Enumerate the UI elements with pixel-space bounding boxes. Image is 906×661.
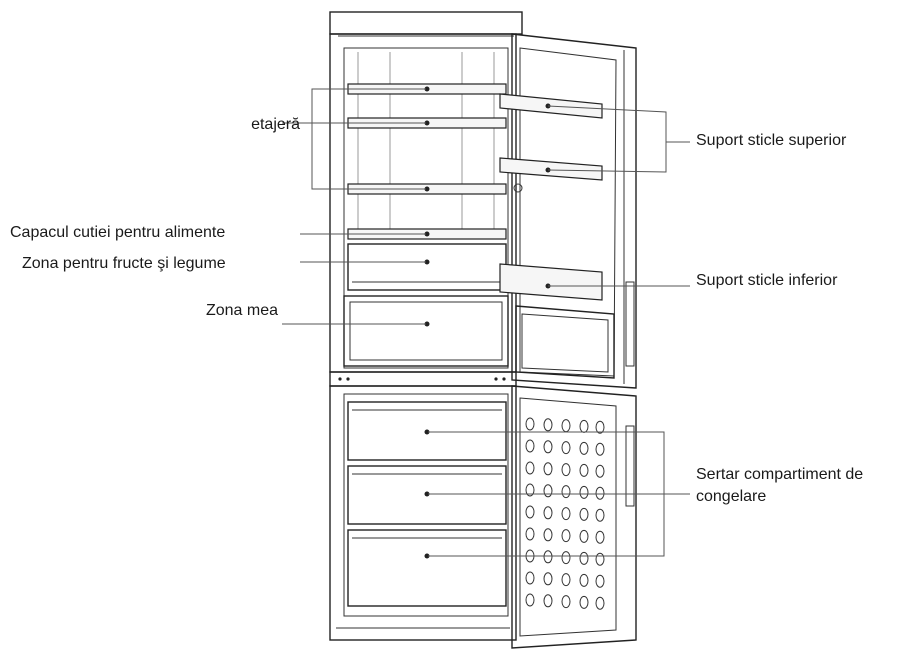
label-suport-inferior: Suport sticle inferior (696, 272, 838, 289)
dimple (543, 572, 553, 586)
label-zona-mea: Zona mea (205, 302, 278, 319)
dimple (561, 441, 571, 455)
label-sertar-line2: congelare (696, 488, 767, 505)
dimple (595, 508, 605, 522)
compartment-divider (329, 371, 517, 387)
dimple (543, 462, 553, 476)
dimple (525, 593, 535, 607)
label-etajera: etajeră (251, 116, 300, 133)
door-bottom-box (515, 305, 615, 379)
dimple (525, 527, 535, 541)
dimple (543, 418, 553, 432)
dimple (561, 419, 571, 433)
dimple (579, 551, 589, 565)
freezer-drawer-1 (347, 401, 507, 461)
door-bin-lower (499, 263, 603, 301)
dimple (595, 486, 605, 500)
dimple (525, 483, 535, 497)
dimple (579, 529, 589, 543)
dimple (525, 439, 535, 453)
dimple (595, 552, 605, 566)
freezer-door (511, 385, 637, 649)
label-sertar-congelare: Sertar compartiment de congelare (696, 464, 863, 508)
label-suport-superior: Suport sticle superior (696, 132, 847, 149)
dimple (561, 595, 571, 609)
label-capacul-cutiei: Capacul cutiei pentru alimente (10, 224, 226, 241)
door-bin-upper-2 (499, 157, 603, 181)
fruit-vegetable-drawer (347, 243, 507, 291)
dimple (561, 463, 571, 477)
dimple (561, 551, 571, 565)
fridge-top (329, 11, 523, 37)
dimple (561, 485, 571, 499)
freezer-door-dimples (525, 417, 605, 610)
dimple (543, 484, 553, 498)
fridge-door (511, 33, 637, 389)
door-knob (513, 183, 523, 193)
dimple (525, 571, 535, 585)
freezer-compartment (329, 385, 517, 641)
dimple (561, 573, 571, 587)
dimple (561, 529, 571, 543)
dimple (543, 528, 553, 542)
dimple (579, 463, 589, 477)
dimple (595, 574, 605, 588)
dimple (543, 550, 553, 564)
dimple (525, 461, 535, 475)
dimple (595, 464, 605, 478)
dimple (579, 573, 589, 587)
dimple (579, 485, 589, 499)
dimple (525, 505, 535, 519)
dimple (595, 596, 605, 610)
leader-lines (282, 88, 690, 557)
dimple (543, 594, 553, 608)
dimple (579, 595, 589, 609)
dimple (595, 442, 605, 456)
my-zone-drawer (343, 295, 509, 367)
label-zona-fructe: Zona pentru fructe şi legume (22, 255, 226, 272)
dimple (543, 506, 553, 520)
dimple (525, 417, 535, 431)
dimple (579, 419, 589, 433)
dimple (595, 420, 605, 434)
dimple (561, 507, 571, 521)
freezer-drawer-2 (347, 465, 507, 525)
dimple (579, 441, 589, 455)
dimple (595, 530, 605, 544)
freezer-drawer-3 (347, 529, 507, 607)
dimple (579, 507, 589, 521)
dimple (543, 440, 553, 454)
label-sertar-line1: Sertar compartiment de (696, 466, 864, 483)
